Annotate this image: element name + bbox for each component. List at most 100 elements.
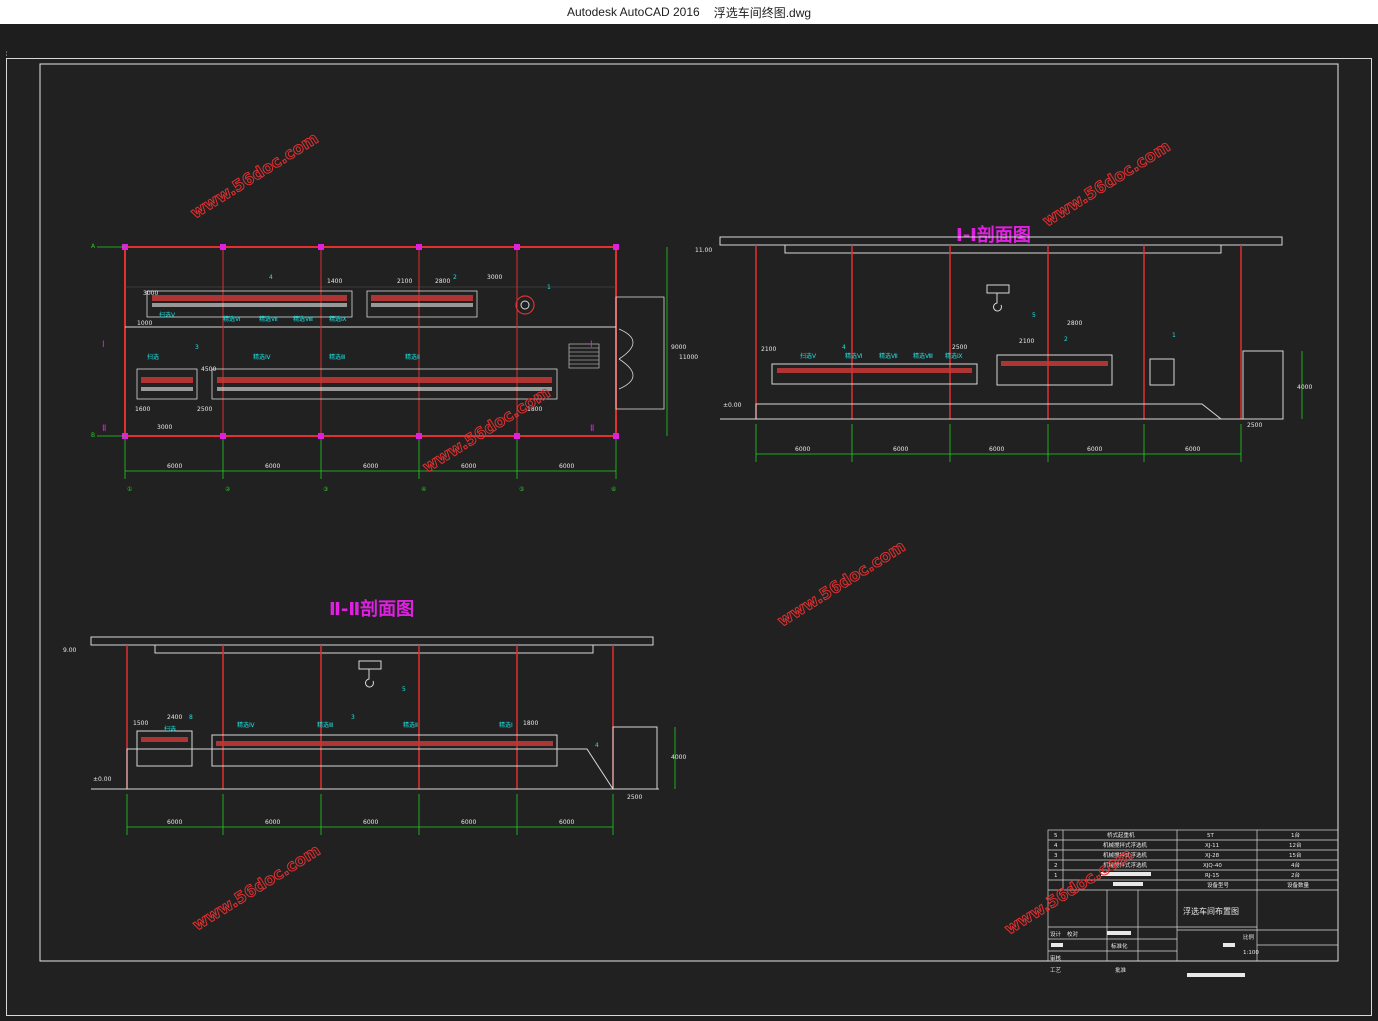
tb-row-4-name: 机械搅拌式浮选机 (1103, 861, 1148, 869)
s1-callout-2: 2 (1064, 336, 1068, 343)
tb-header-model: 设备型号 (1207, 881, 1230, 889)
s1-small-dim-6: 2500 (1247, 422, 1262, 429)
plan-axis-col-1: ① (127, 486, 132, 493)
watermarks: www.56doc.com www.56doc.com www.56doc.co… (187, 128, 1175, 939)
section-mark-2b: Ⅱ (590, 424, 594, 434)
tb-row-2-model: XJ-11 (1205, 843, 1219, 849)
s1-label-4: 精选Ⅷ (913, 352, 933, 360)
s1-label-2: 精选Ⅵ (845, 352, 863, 360)
s1-dim-1: 6000 (795, 446, 810, 453)
plan-dim-5: 6000 (559, 463, 574, 470)
watermark-4: www.56doc.com (774, 536, 909, 630)
tb-row-2-name: 机械搅拌式浮选机 (1103, 841, 1148, 849)
app-name: Autodesk AutoCAD 2016 (566, 5, 700, 19)
drag-grip-icon[interactable]: ⋮ (2, 51, 11, 61)
inner-frame (39, 63, 1339, 962)
tb-row-5-qty: 2台 (1291, 871, 1300, 879)
s2-small-dim-2: 2400 (167, 714, 182, 721)
s1-dim-5: 6000 (1185, 446, 1200, 453)
tb-row-5: 1 RJ-15 2台 (1054, 871, 1300, 879)
tb-header-qty: 设备数量 (1287, 881, 1310, 889)
watermark-3: www.56doc.com (419, 382, 554, 476)
drawing-canvas[interactable]: ⋮ (0, 24, 1378, 1016)
section-2-view: Ⅱ-Ⅱ剖面图 (63, 598, 686, 835)
plan-top-dim-1: 1400 (327, 278, 342, 285)
s2-dim-4: 6000 (461, 819, 476, 826)
tb-row-3: 3 机械搅拌式浮选机 XJ-28 15台 (1054, 851, 1302, 859)
tb-row-3-name: 机械搅拌式浮选机 (1103, 851, 1148, 859)
drawing-sheet[interactable]: 6000 6000 6000 6000 6000 A B 扫选Ⅴ 精选Ⅵ 精选Ⅶ… (6, 58, 1372, 1016)
plan-axis-col-5: ⑤ (519, 486, 524, 493)
watermark-1: www.56doc.com (187, 128, 322, 222)
s2-small-dim-3: 1800 (523, 720, 538, 727)
s2-label-1: 扫选 (164, 725, 176, 733)
tb-row-1-no: 5 (1054, 833, 1058, 839)
s1-label-1: 扫选Ⅴ (800, 352, 817, 360)
tb-row-3-no: 3 (1054, 853, 1058, 859)
watermark-6: www.56doc.com (1001, 844, 1136, 938)
s1-dim-2: 6000 (893, 446, 908, 453)
tb-field-check: 校对 (1067, 930, 1079, 938)
plan-small-dim-6: 3000 (157, 424, 172, 431)
plan-small-dim-4: 1800 (527, 406, 542, 413)
tb-field-review: 审核 (1050, 954, 1062, 962)
section-mark-2a: Ⅱ (102, 424, 106, 434)
s1-callout-1: 1 (1172, 332, 1176, 339)
plan-label-7: 精选Ⅳ (253, 353, 271, 361)
s1-label-3: 精选Ⅶ (879, 352, 898, 360)
s2-callout-8: 8 (189, 714, 193, 721)
plan-label-2: 精选Ⅵ (223, 315, 241, 323)
s2-small-dim-4: 4000 (671, 754, 686, 761)
s2-callout-5: 5 (402, 686, 406, 693)
plan-callout-3: 3 (195, 344, 199, 351)
plan-side-dim-3: 9000 (671, 344, 686, 351)
watermark-2: www.56doc.com (1039, 136, 1174, 230)
tb-redacted-4 (1051, 943, 1063, 947)
plan-label-5: 精选Ⅸ (329, 315, 347, 323)
plan-label-8: 精选Ⅲ (329, 353, 345, 361)
s1-level-top: 11.00 (695, 247, 712, 254)
tb-row-4-no: 2 (1054, 863, 1058, 869)
tb-row-3-model: XJ-28 (1205, 853, 1220, 859)
s1-small-dim-5: 4000 (1297, 384, 1312, 391)
tb-row-4-qty: 4台 (1291, 861, 1300, 869)
plan-axis-col-6: ⑥ (611, 486, 616, 493)
plan-side-dim-4: 11000 (679, 354, 698, 361)
window-title-bar: Autodesk AutoCAD 2016 浮选车间终图.dwg (0, 0, 1378, 24)
s1-callout-5: 5 (1032, 312, 1036, 319)
s1-small-dim-3: 2100 (1019, 338, 1034, 345)
s1-dim-3: 6000 (989, 446, 1004, 453)
s1-dim-4: 6000 (1087, 446, 1102, 453)
tb-redacted-1 (1101, 872, 1151, 876)
s2-dim-5: 6000 (559, 819, 574, 826)
tb-redacted-3 (1107, 931, 1131, 935)
plan-dim-1: 6000 (167, 463, 182, 470)
plan-side-dim-1: 3000 (143, 290, 158, 297)
plan-callout-2: 2 (453, 274, 457, 281)
s2-level-ground: ±0.00 (93, 776, 112, 783)
tb-row-2-no: 4 (1054, 843, 1058, 849)
tb-row-2-qty: 12台 (1289, 841, 1302, 849)
plan-view: 6000 6000 6000 6000 6000 A B 扫选Ⅴ 精选Ⅵ 精选Ⅶ… (91, 243, 698, 493)
plan-callout-4: 4 (269, 274, 273, 281)
tb-field-process: 工艺 (1050, 967, 1062, 974)
s2-callout-3: 3 (351, 714, 355, 721)
plan-axis-col-4: ④ (421, 486, 426, 493)
tb-row-5-model: RJ-15 (1205, 873, 1220, 879)
section-2-title: Ⅱ-Ⅱ剖面图 (329, 598, 414, 620)
tb-field-scale-value: 1:100 (1243, 950, 1259, 956)
tb-header: 设备型号 设备数量 (1113, 881, 1310, 889)
plan-small-dim-2: 2500 (197, 406, 212, 413)
s2-label-3: 精选Ⅲ (317, 721, 333, 729)
tb-field-std: 标准化 (1111, 942, 1128, 950)
plan-callout-1: 1 (547, 284, 551, 291)
s2-small-dim-1: 1500 (133, 720, 148, 727)
s2-callout-4: 4 (595, 742, 599, 749)
s2-dim-1: 6000 (167, 819, 182, 826)
title-block (1047, 829, 1339, 962)
tb-row-4: 2 机械搅拌式浮选机 XJQ-40 4台 (1054, 861, 1300, 869)
tb-field-approve: 批准 (1115, 966, 1127, 974)
plan-axis-col-2: ② (225, 486, 231, 493)
file-name: 浮选车间终图.dwg (713, 5, 812, 20)
drawing-svg: 6000 6000 6000 6000 6000 A B 扫选Ⅴ 精选Ⅵ 精选Ⅶ… (39, 63, 1339, 977)
